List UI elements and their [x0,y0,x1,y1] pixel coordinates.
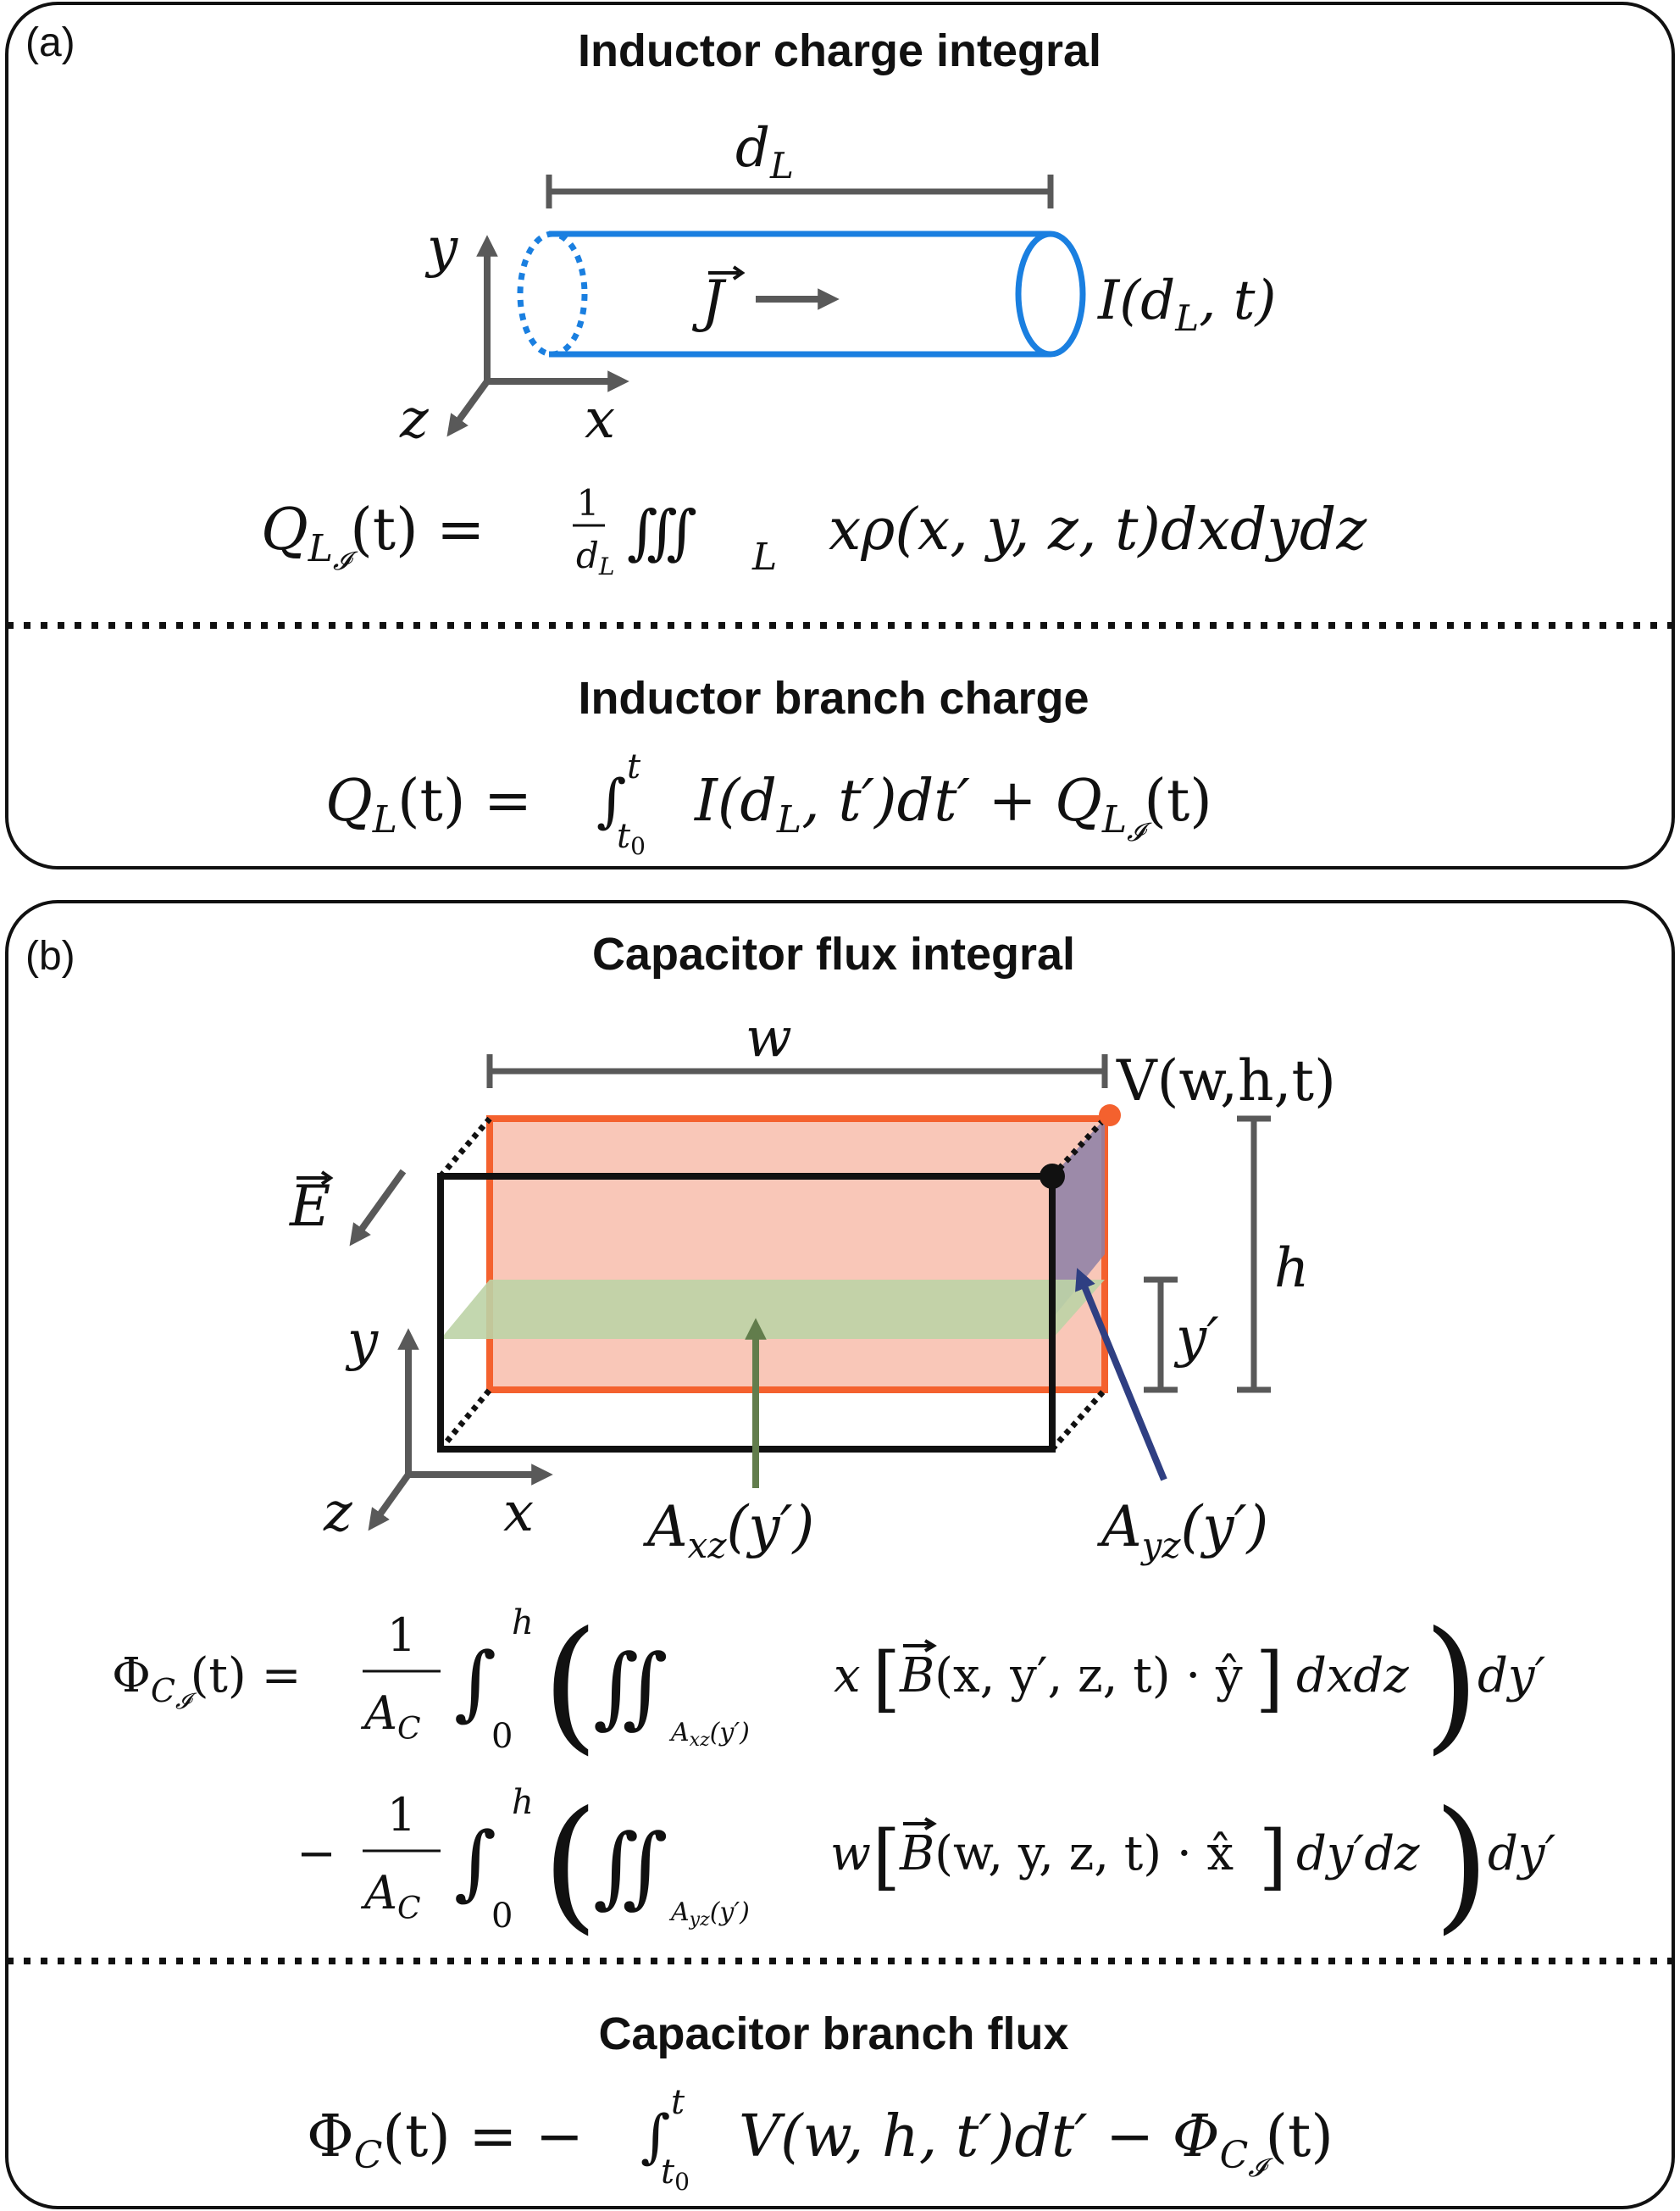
svg-text:dy′dz: dy′dz [1296,1826,1420,1881]
dim-label-w: w [746,1007,792,1069]
svg-text:1: 1 [387,1608,416,1662]
svg-text:[: [ [873,1815,901,1898]
svg-text:h: h [512,1783,534,1822]
svg-text:−: − [297,1826,336,1881]
axes-a [446,235,629,437]
svg-text:[: [ [873,1637,901,1720]
svg-text:Ayz(y′): Ayz(y′) [668,1897,750,1930]
depth-connectors [438,1116,1107,1452]
svg-text:]: ] [1256,1637,1284,1720]
equation-inductor-charge-integral: QL𝓘(t) = 1 dL ∭ L xρ(x, y, z, t)dxdydz [261,482,1367,581]
area-yz-label: Ayz(y′) [1096,1494,1268,1566]
dim-label-yprime: y′ [1173,1307,1219,1369]
svg-text:B(x, y′, z, t) · ŷ: B(x, y′, z, t) · ŷ [899,1648,1243,1703]
svg-text:1: 1 [577,482,600,524]
panel-b-tag: (b) [25,934,75,979]
axis-z-label-b: z [323,1481,353,1544]
svg-text:∫: ∫ [640,2103,670,2170]
dimension-bar-dl [546,175,1054,208]
svg-text:dL: dL [576,535,614,581]
svg-text:dy′: dy′ [1478,1648,1545,1703]
area-yz-pointer [1075,1268,1167,1481]
axis-x-label-b: x [503,1481,534,1544]
svg-text:h: h [512,1603,534,1642]
capacitor-front-plate [437,1173,1056,1453]
svg-text:t: t [627,747,641,786]
svg-text:∬: ∬ [593,1814,668,1918]
svg-text:QL𝓘(t) =: QL𝓘(t) = [261,497,485,576]
svg-text:AC: AC [360,1686,421,1747]
panel-a-tag: (a) [25,20,75,65]
svg-text:ΦC𝓘(t) =: ΦC𝓘(t) = [112,1648,302,1714]
inductor-cylinder [517,231,1086,358]
panel-a-frame [5,2,1675,869]
svg-text:∬: ∬ [593,1635,668,1738]
panel-a-subtitle: Inductor branch charge [578,673,1089,724]
panel-b-title: Capacitor flux integral [592,929,1075,980]
svg-text:I(dL, t′)dt′ + QL𝓘(t): I(dL, t′)dt′ + QL𝓘(t) [693,768,1212,847]
svg-text:dxdz: dxdz [1296,1648,1409,1703]
svg-text:∫: ∫ [596,768,626,835]
svg-text:∭: ∭ [627,497,697,567]
axis-z-label: z [399,388,430,451]
equation-capacitor-flux-line2: − 1 AC ∫ h 0 ( ∬ Ayz(y′) w [ B(w, y, z, … [297,1780,1555,1948]
svg-text:∫: ∫ [454,1814,496,1909]
svg-text:B(w, y, z, t) · x̂: B(w, y, z, t) · x̂ [899,1826,1234,1881]
svg-text:t0: t0 [617,817,646,860]
svg-text:0: 0 [491,1897,513,1936]
svg-text:): ) [1433,1780,1489,1948]
svg-text:t: t [671,2083,685,2122]
dim-label-dl: dL [735,117,794,186]
area-xz-shading [441,1280,1105,1339]
field-arrow [349,1169,407,1247]
axis-x-label: x [585,388,615,451]
capacitor-back-plate [486,1115,1108,1393]
svg-text:xρ(x, y, z, t)dxdydz: xρ(x, y, z, t)dxdydz [829,497,1367,564]
equation-inductor-branch-charge: QL(t) = ∫ t t0 I(dL, t′)dt′ + QL𝓘(t) [325,747,1212,860]
equation-capacitor-flux-line1: ΦC𝓘(t) = 1 AC ∫ h 0 ( ∬ Axz(y′) x [ B(x,… [112,1601,1545,1769]
dim-label-h: h [1274,1237,1309,1300]
svg-text:(: ( [542,1601,598,1769]
svg-text:): ) [1423,1601,1479,1769]
current-label: I(dL, t) [1097,269,1276,339]
svg-text:dy′: dy′ [1488,1826,1555,1881]
svg-text:x: x [834,1648,861,1703]
axis-y-label-b: y [345,1310,379,1373]
axes-b [368,1328,553,1531]
corner-node-back [1099,1104,1121,1126]
svg-text:∫: ∫ [454,1635,496,1730]
equation-capacitor-branch-flux: ΦC(t) = − ∫ t t0 V(w, h, t′)dt′ − ΦC𝓘(t) [307,2083,1333,2196]
svg-text:0: 0 [491,1717,513,1756]
dimension-bar-h [1237,1115,1271,1393]
axis-y-label: y [424,217,458,280]
dimension-bar-w [486,1054,1108,1088]
area-xz-label: Axz(y′) [642,1494,814,1566]
svg-text:AC: AC [360,1866,421,1926]
svg-text:w: w [830,1826,871,1881]
panel-b: (b) Capacitor flux integral w V(w,h,t) [5,900,1675,2209]
panel-b-subtitle: Capacitor branch flux [598,2008,1068,2059]
svg-text:t0: t0 [661,2153,690,2196]
panel-a: (a) Inductor charge integral dL y x z J [5,2,1675,869]
svg-text:]: ] [1259,1815,1287,1898]
dimension-bar-yprime [1144,1276,1178,1393]
svg-text:V(w, h, t′)dt′ − ΦC𝓘(t): V(w, h, t′)dt′ − ΦC𝓘(t) [739,2103,1333,2183]
svg-text:1: 1 [387,1788,416,1842]
svg-text:QL(t) =: QL(t) = [325,768,532,842]
svg-text:(: ( [542,1780,598,1948]
panel-a-title: Inductor charge integral [578,25,1101,76]
svg-text:L: L [751,536,777,579]
svg-text:Axz(y′): Axz(y′) [668,1718,750,1751]
current-density-vector: J [691,269,727,334]
svg-text:ΦC(t) = −: ΦC(t) = − [307,2103,584,2177]
corner-node-front [1040,1164,1065,1189]
corner-voltage-label: V(w,h,t) [1116,1048,1336,1114]
panel-b-frame [5,900,1675,2209]
